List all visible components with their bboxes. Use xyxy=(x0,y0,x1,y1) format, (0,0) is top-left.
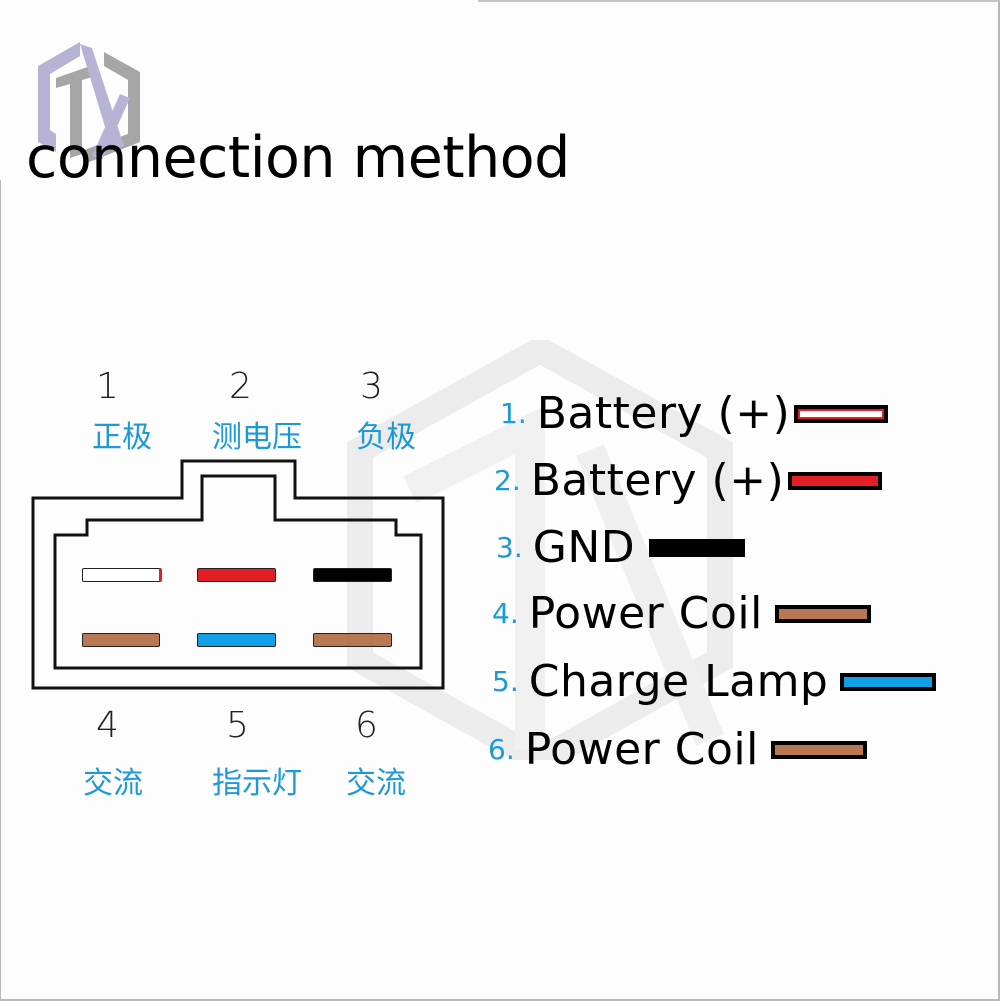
pin-label-4: 交流 xyxy=(83,766,143,801)
wire-swatch-5 xyxy=(840,672,937,691)
frame-left-border xyxy=(0,180,1,1001)
terminal-pin-6 xyxy=(313,633,392,647)
legend-number: 4. xyxy=(492,597,519,630)
pin-label-2: 测电压 xyxy=(212,420,302,455)
legend-number: 3. xyxy=(496,531,523,564)
tx-hexagon-logo-icon xyxy=(38,42,140,164)
pin-label-6: 交流 xyxy=(346,766,406,801)
pin-label-1: 正极 xyxy=(92,420,152,455)
legend-label: Battery (+) xyxy=(536,388,791,439)
terminal-pin-1 xyxy=(82,568,162,582)
terminal-pin-4 xyxy=(82,633,160,647)
terminal-pin-3 xyxy=(313,568,392,582)
pin-number-1: 1 xyxy=(96,366,119,407)
legend-item-4: 4. Power Coil xyxy=(492,588,871,639)
page-title: connection method xyxy=(26,125,570,191)
legend-item-5: 5. Charge Lamp xyxy=(492,656,937,707)
wire-swatch-2 xyxy=(788,471,883,490)
legend-item-2: 2. Battery (+) xyxy=(494,455,883,506)
wire-swatch-4 xyxy=(774,604,871,623)
legend-label: Battery (+) xyxy=(530,455,785,506)
legend-number: 5. xyxy=(492,665,519,698)
wire-swatch-3 xyxy=(649,538,746,557)
pin-number-2: 2 xyxy=(229,366,252,407)
legend-label: Charge Lamp xyxy=(528,656,829,707)
legend-number: 2. xyxy=(494,464,521,497)
frame-right-border xyxy=(998,0,1000,1001)
pin-number-5: 5 xyxy=(226,705,249,746)
legend-item-3: 3. GND xyxy=(496,522,746,573)
frame-bottom-border xyxy=(0,999,1000,1001)
pin-number-6: 6 xyxy=(355,705,378,746)
pin-number-4: 4 xyxy=(96,705,119,746)
legend-number: 6. xyxy=(488,733,515,766)
legend-item-1: 1. Battery (+) xyxy=(500,388,889,439)
legend-number: 1. xyxy=(500,397,527,430)
legend-item-6: 6. Power Coil xyxy=(488,724,867,775)
terminal-pin-2 xyxy=(197,568,276,582)
pin-label-3: 负极 xyxy=(356,420,416,455)
terminal-pin-5 xyxy=(197,633,276,647)
pin-label-5: 指示灯 xyxy=(212,766,302,801)
legend-label: Power Coil xyxy=(528,588,763,639)
legend-label: GND xyxy=(532,522,636,573)
legend-label: Power Coil xyxy=(524,724,759,775)
frame-top-border xyxy=(478,0,1000,2)
wire-swatch-1 xyxy=(794,404,889,423)
pin-number-3: 3 xyxy=(360,366,383,407)
wire-swatch-6 xyxy=(770,740,867,759)
connector-housing xyxy=(31,459,445,690)
watermark-logo-icon xyxy=(347,340,733,760)
